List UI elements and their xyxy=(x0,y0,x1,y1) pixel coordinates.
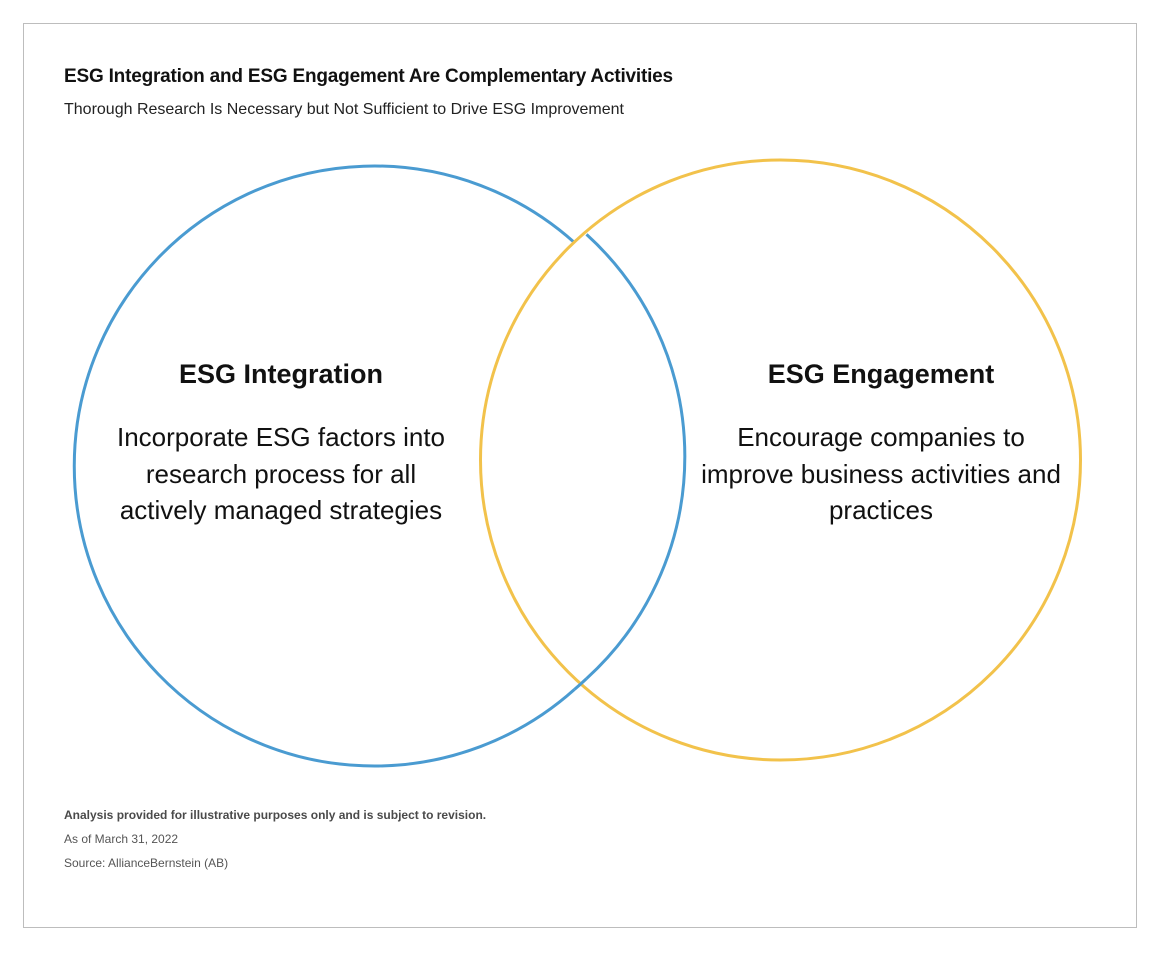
figure-subtitle: Thorough Research Is Necessary but Not S… xyxy=(64,101,624,118)
disclaimer-note: Analysis provided for illustrative purpo… xyxy=(64,808,487,822)
engagement-circle xyxy=(479,158,1082,762)
figure-frame xyxy=(23,23,1137,928)
integration-circle-outer-arc xyxy=(72,164,576,768)
integration-description: Incorporate ESG factors into research pr… xyxy=(116,422,446,525)
engagement-title: ESG Engagement xyxy=(767,359,995,389)
figure-title: ESG Integration and ESG Engagement Are C… xyxy=(64,66,673,87)
as-of-note: As of March 31, 2022 xyxy=(64,832,179,846)
engagement-description: Encourage companies to improve business … xyxy=(701,422,1061,525)
integration-set: ESG Integration Incorporate ESG factors … xyxy=(100,357,462,529)
integration-circle-inner-arc xyxy=(585,233,687,680)
source-note: Source: AllianceBernstein (AB) xyxy=(64,856,229,870)
integration-circle-overlap-arc xyxy=(573,677,588,691)
integration-title: ESG Integration xyxy=(178,359,384,389)
engagement-set: ESG Engagement Encourage companies to im… xyxy=(700,357,1062,529)
footnotes: Analysis provided for illustrative purpo… xyxy=(64,803,486,875)
